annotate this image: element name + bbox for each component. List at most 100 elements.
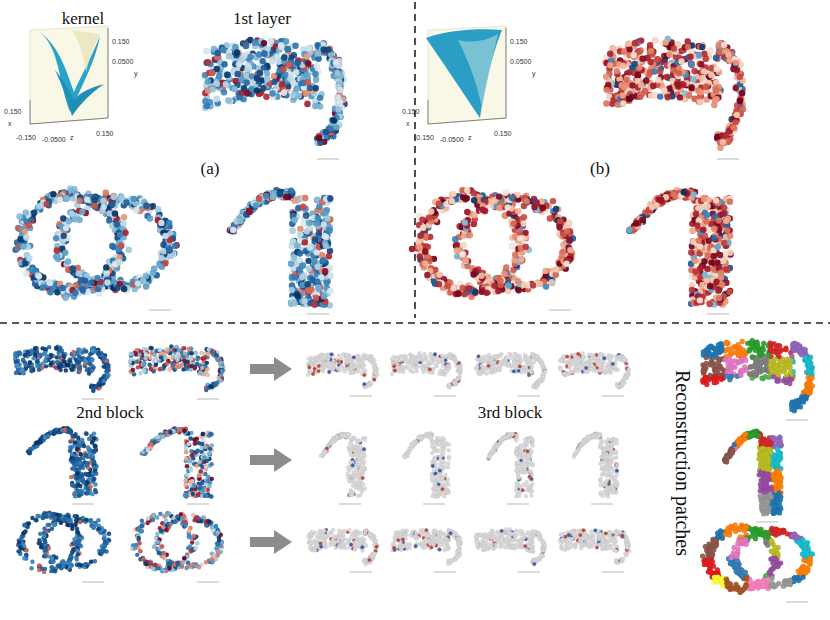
point <box>324 215 330 221</box>
point <box>303 213 309 219</box>
point <box>297 231 303 237</box>
point <box>291 299 297 305</box>
point <box>295 293 301 299</box>
point <box>57 196 63 202</box>
point <box>224 72 230 78</box>
point <box>231 86 237 92</box>
point <box>122 230 128 236</box>
point <box>297 250 303 256</box>
point <box>247 54 253 60</box>
point <box>307 245 313 251</box>
point <box>109 243 115 249</box>
point <box>725 52 731 58</box>
point <box>333 124 339 130</box>
point <box>43 201 49 207</box>
point <box>257 70 263 76</box>
point <box>334 70 340 76</box>
point <box>72 216 78 222</box>
point <box>256 196 262 202</box>
point-cloud <box>202 37 348 146</box>
point <box>209 86 215 92</box>
point <box>26 222 32 228</box>
point <box>64 195 70 201</box>
point <box>330 117 336 123</box>
point <box>301 298 307 304</box>
point <box>202 98 208 104</box>
point <box>88 280 94 286</box>
point <box>220 47 226 53</box>
point <box>691 68 697 74</box>
point <box>91 203 97 209</box>
point <box>162 260 168 266</box>
point <box>281 90 287 96</box>
point <box>293 85 299 91</box>
point <box>53 235 59 241</box>
point <box>288 261 294 267</box>
point <box>292 274 298 280</box>
point <box>254 75 260 81</box>
point <box>321 293 327 299</box>
point <box>237 218 243 224</box>
point <box>337 86 343 92</box>
point <box>205 78 211 84</box>
point <box>131 196 137 202</box>
point <box>264 76 270 82</box>
point <box>306 45 312 51</box>
point <box>118 243 124 249</box>
point <box>50 191 56 197</box>
point <box>151 266 157 272</box>
point <box>311 258 317 264</box>
point <box>70 265 76 271</box>
point <box>261 40 267 46</box>
point <box>66 218 72 224</box>
point <box>288 188 294 194</box>
point <box>214 96 220 102</box>
point <box>236 94 242 100</box>
point <box>283 194 289 200</box>
point <box>286 62 292 68</box>
point <box>84 196 90 202</box>
point <box>316 204 322 210</box>
point <box>232 78 238 84</box>
point <box>112 210 118 216</box>
point <box>739 90 745 96</box>
point <box>232 44 238 50</box>
point <box>155 206 161 212</box>
point <box>271 73 277 79</box>
point <box>607 51 613 57</box>
point <box>36 273 42 279</box>
point <box>603 73 609 79</box>
point <box>292 43 298 49</box>
point <box>314 278 320 284</box>
point <box>306 266 312 272</box>
point <box>221 61 227 67</box>
point <box>302 239 308 245</box>
point <box>308 286 314 292</box>
point <box>241 85 247 91</box>
point <box>172 243 178 249</box>
point <box>234 49 240 55</box>
point <box>313 63 319 69</box>
point <box>118 195 124 201</box>
point <box>652 37 658 43</box>
point <box>16 213 22 219</box>
point <box>65 258 71 264</box>
point <box>245 63 251 69</box>
point <box>321 221 327 227</box>
point <box>103 264 109 270</box>
point <box>285 46 291 52</box>
point <box>316 135 322 141</box>
point <box>304 101 310 107</box>
point <box>54 253 60 259</box>
point <box>296 93 302 99</box>
point-cloud <box>12 185 179 301</box>
point <box>312 236 318 242</box>
point-cloud <box>602 36 746 151</box>
point <box>302 195 308 201</box>
point <box>638 82 644 88</box>
point <box>126 247 132 253</box>
point <box>323 280 329 286</box>
point <box>54 289 60 295</box>
